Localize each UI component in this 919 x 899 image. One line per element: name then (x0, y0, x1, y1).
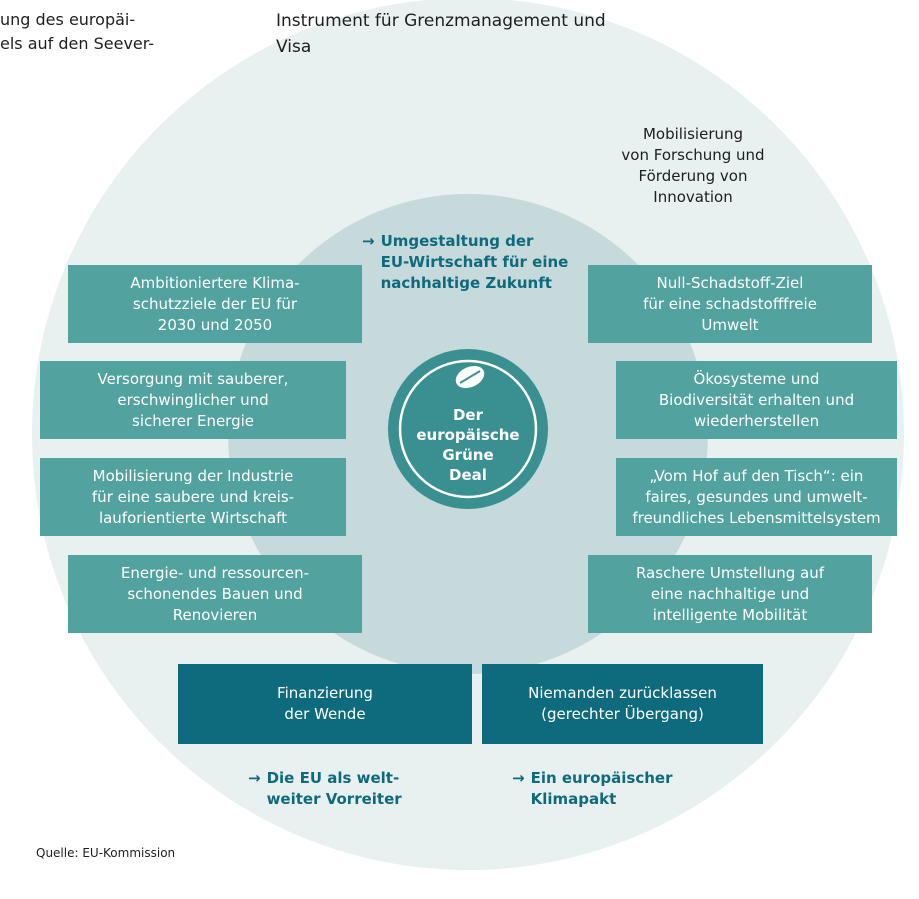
box-just-transition: Niemanden zurücklassen (gerechter Überga… (482, 664, 763, 744)
top-middle-text: Instrument für Grenzmanagement und Visa (276, 11, 606, 57)
center-circle (388, 349, 548, 509)
box-building: Energie- und ressourcen- schonendes Baue… (68, 555, 362, 633)
box-clean-energy: Versorgung mit sauberer, erschwinglicher… (40, 361, 346, 439)
box-climate-targets: Ambitioniertere Klima- schutzziele der E… (68, 265, 362, 343)
box-zero-pollution: Null-Schadstoff-Ziel für eine schadstoff… (588, 265, 872, 343)
arrow-right-icon: → (512, 769, 525, 787)
climate-pact-text: Ein europäischer Klimapakt (530, 769, 673, 808)
global-leader-text: Die EU als welt- weiter Vorreiter (266, 769, 402, 808)
box-financing: Finanzierung der Wende (178, 664, 472, 744)
box-biodiversity: Ökosysteme und Biodiversität erhalten un… (616, 361, 897, 439)
center-ring (398, 359, 538, 499)
source-note: Quelle: EU-Kommission (36, 846, 176, 860)
leader-item: → Die EU als welt- weiter Vorreiter (248, 768, 448, 810)
leaf-vein-icon (459, 370, 481, 384)
transformation-text: Umgestaltung der EU-Wirtschaft für eine … (380, 232, 569, 292)
climate-pact-item: → Ein europäischer Klimapakt (512, 768, 732, 810)
arrow-right-icon: → (362, 232, 375, 250)
research-innovation-text: Mobilisierung von Forschung und Förderun… (621, 125, 765, 206)
transformation-item: → Umgestaltung der EU-Wirtschaft für ein… (362, 231, 602, 294)
center-title: Der europäische Grüne Deal (416, 406, 520, 484)
box-mobility: Raschere Umstellung auf eine nachhaltige… (588, 555, 872, 633)
box-farm-to-fork: „Vom Hof auf den Tisch“: ein faires, ges… (616, 458, 897, 536)
center-emblem (388, 349, 548, 509)
top-left-text-fragment: ung des europäi- els auf den Seever- (0, 10, 155, 53)
arrow-right-icon: → (248, 769, 261, 787)
box-industry: Mobilisierung der Industrie für eine sau… (40, 458, 346, 536)
